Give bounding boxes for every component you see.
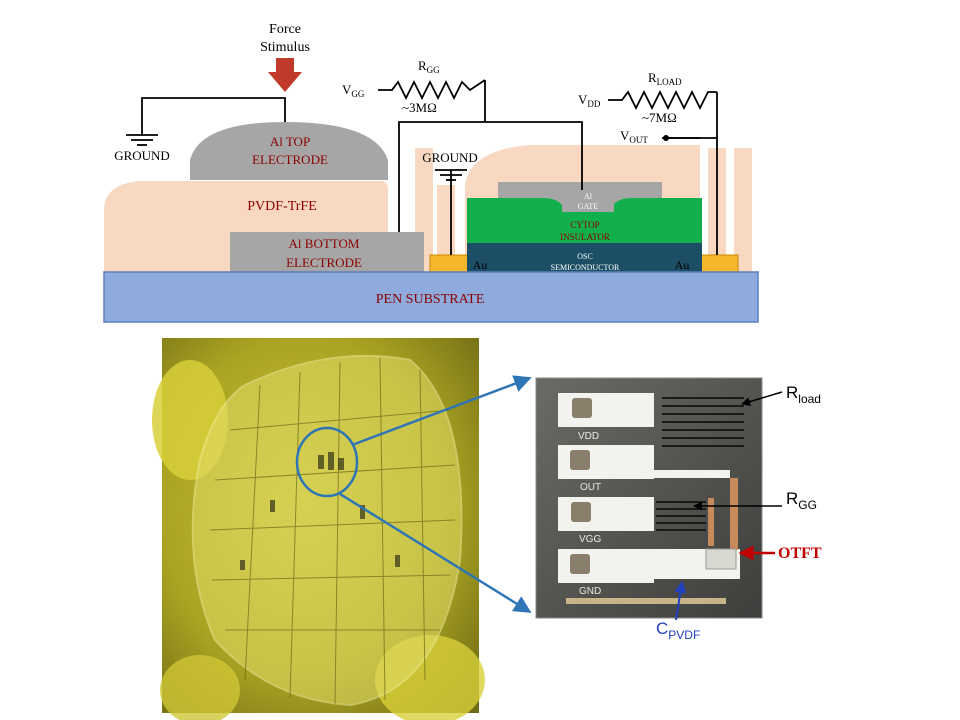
al-gate-label: Al [584, 192, 593, 201]
osc-label: OSC [577, 252, 593, 261]
cytop-insulator-label: CYTOP [570, 220, 599, 230]
osc-label: SEMICONDUCTOR [551, 263, 620, 272]
al-top-electrode-label: ELECTRODE [252, 152, 328, 167]
pvdf-trfe-label: PVDF-TrFE [247, 199, 317, 214]
pad-label-vgg: VGG [579, 534, 601, 545]
al-gate-label: GATE [578, 202, 599, 211]
device-photo [152, 338, 485, 720]
callout-rload: Rload [786, 383, 821, 406]
osc-semiconductor [467, 243, 702, 273]
au-right-label: Au [675, 258, 690, 272]
pen-substrate [103, 271, 759, 323]
force-stimulus-label: Force [269, 22, 301, 37]
pad-label-gnd: GND [579, 586, 601, 597]
rload-label: RLOAD [648, 70, 682, 87]
au-left-label: Au [473, 258, 488, 272]
device-closeup: VDD OUT VGG GND [535, 377, 763, 619]
zoom-arrow-bottom [339, 492, 532, 614]
pen-substrate-label: PEN SUBSTRATE [376, 292, 485, 307]
ground-left-label: GROUND [114, 148, 170, 163]
force-stimulus-label: Stimulus [260, 40, 310, 55]
callout-otft: OTFT [778, 545, 822, 562]
ground-symbol-left [126, 134, 158, 146]
rgg-label: RGG [418, 58, 440, 75]
zoom-arrow-top [351, 375, 532, 447]
al-top-electrode [190, 122, 388, 180]
al-top-electrode-label: Al TOP [270, 134, 310, 149]
callout-rload-arrow [741, 391, 783, 406]
cross-section-schematic: Force Stimulus GROUND GROUND Al TOP ELEC… [103, 22, 759, 323]
rload-meander [662, 397, 744, 447]
force-arrow [268, 58, 302, 92]
rgg-value: ~3MΩ [402, 100, 437, 115]
rgg-resistor [378, 79, 486, 101]
vgg-label: VGG [342, 82, 365, 99]
rload-value: ~7MΩ [642, 110, 677, 125]
rload-resistor [608, 89, 717, 111]
callout-cpvdf: CPVDF [656, 619, 700, 642]
cytop-insulator-label: INSULATOR [560, 232, 610, 242]
zoom-circle [295, 426, 359, 498]
pad-label-out: OUT [580, 482, 601, 493]
otft-device [705, 548, 737, 570]
ground-right-label: GROUND [422, 150, 478, 165]
al-gate-top [562, 182, 614, 212]
cytop-insulator [467, 198, 702, 243]
al-bottom-electrode [230, 232, 424, 276]
al-bottom-electrode-label: Al BOTTOM [289, 236, 360, 251]
al-bottom-electrode-label: ELECTRODE [286, 255, 362, 270]
callout-rgg: RGG [786, 489, 817, 512]
vdd-label: VDD [578, 92, 601, 109]
pad-label-vdd: VDD [578, 431, 599, 442]
callout-cpvdf-arrow [674, 580, 687, 621]
vout-label: VOUT [620, 128, 648, 145]
pvdf-strip [734, 148, 752, 272]
ground-symbol-right [435, 169, 467, 181]
vout-node [663, 135, 669, 141]
